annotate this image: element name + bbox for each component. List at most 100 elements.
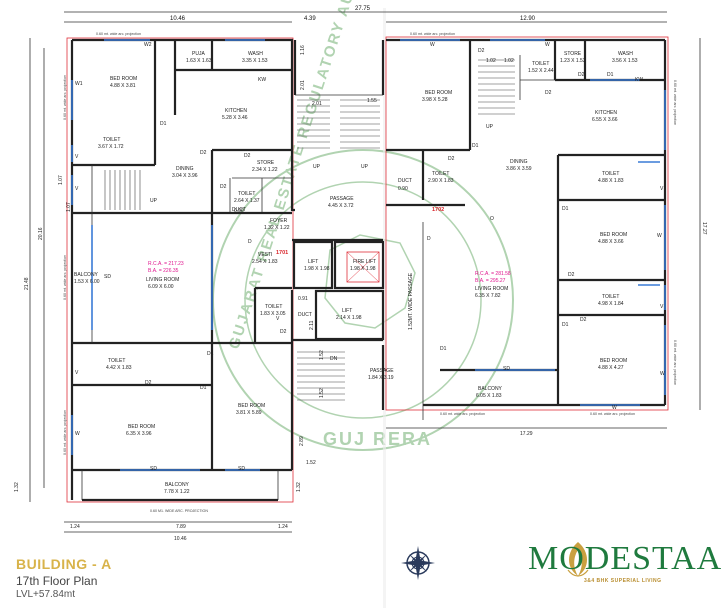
- door-d2h: D2: [578, 72, 585, 78]
- room-toilet-l2-name: TOILET: [238, 191, 255, 197]
- room-fire-lift-name: FIRE LIFT: [353, 259, 376, 265]
- room-toilet-l1-name: TOILET: [103, 137, 120, 143]
- room-bed-r1-name: BED ROOM: [425, 90, 452, 96]
- dim-289: 2.89: [299, 436, 305, 446]
- top-dimensions: 27.75 10.46 4.39 12.90: [64, 6, 667, 23]
- door-o: O: [490, 216, 494, 222]
- door-d2b: D2: [244, 153, 251, 159]
- door-vc: V: [276, 316, 280, 322]
- door-w-e: W: [660, 371, 665, 377]
- room-lift1-name: LIFT: [308, 259, 318, 265]
- dim-107b: 1.07: [66, 202, 72, 212]
- room-vesti-name: VESTI: [258, 252, 272, 258]
- right-windows: [400, 39, 666, 406]
- door-d1c: D1: [200, 385, 207, 391]
- door-v: V: [75, 154, 79, 160]
- door-sdc: SD: [238, 466, 245, 472]
- door-d2f: D2: [478, 48, 485, 54]
- logo-emblem: [567, 542, 589, 577]
- door-w-c: W: [545, 42, 550, 48]
- door-ve: V: [660, 186, 664, 192]
- room-balcony-l2-size: 7.78 X 1.22: [164, 489, 190, 495]
- door-d1h: D1: [440, 346, 447, 352]
- proj-right-1: 0.60 mt. wide arc. projection: [673, 80, 677, 125]
- room-lift2-name: LIFT: [342, 308, 352, 314]
- dim-total-top: 27.75: [355, 6, 371, 12]
- room-bed1-name: BED ROOM: [110, 76, 137, 82]
- room-toilet-r3-name: TOILET: [602, 171, 619, 177]
- door-d2j: D2: [568, 272, 575, 278]
- stair-up-4: UP: [486, 124, 494, 130]
- stair-dn: DN: [330, 356, 338, 362]
- dim-mid-top: 4.39: [304, 16, 316, 22]
- room-toilet-l2-size: 2.64 X 1.37: [234, 198, 260, 204]
- dim-211: 2.11: [309, 320, 315, 330]
- door-w: W: [75, 431, 80, 437]
- door-sd: SD: [104, 274, 111, 280]
- left-projections: 0.60 mt. wide arc. projection 0.60 mt. w…: [63, 32, 208, 513]
- dim-155: 1.55: [367, 98, 377, 104]
- level-label: LVL+57.84mt: [16, 589, 76, 600]
- dim-left-height: 21.48: [24, 277, 30, 290]
- room-store-r-size: 1.23 X 1.53: [560, 58, 586, 64]
- room-toilet-l3-size: 1.83 X 3.05: [260, 311, 286, 317]
- room-bed-r3-name: BED ROOM: [600, 358, 627, 364]
- right-projections: 0.60 mt. wide arc. projection 0.60 mt. w…: [410, 32, 677, 416]
- watermark-text-bottom: GUJ RERA: [323, 429, 432, 449]
- dim-090: 0.90: [234, 208, 244, 214]
- door-d1: D1: [160, 121, 167, 127]
- dim-left-top: 10.46: [170, 16, 186, 22]
- room-puja-size: 1.63 X 1.63: [186, 58, 212, 64]
- room-passage-bottom-name: PASSAGE: [370, 368, 394, 374]
- dim-102: 1.02: [486, 58, 496, 64]
- room-balcony-l-size: 1.53 X 6.00: [74, 279, 100, 285]
- door-markers: W2 W1 D1 KW D2 D2 D2 V V SD D V D1 D1 D2…: [75, 42, 665, 472]
- proj-left-3: 0.60 mt. wide arc. projection: [63, 410, 67, 455]
- room-toilet-l4-size: 4.42 X 1.83: [106, 365, 132, 371]
- dim-152c: 1.52: [306, 460, 316, 466]
- dim-bottom-2: 7.89: [176, 524, 186, 530]
- compass-icon: [401, 546, 435, 580]
- door-d1d: D1: [607, 72, 614, 78]
- left-ba: B.A. = 226.35: [148, 268, 179, 274]
- dim-132b: 1.32: [296, 482, 302, 492]
- room-store-l-name: STORE: [257, 160, 275, 166]
- door-w-f: W: [612, 405, 617, 411]
- building-title: BUILDING - A: [16, 556, 112, 572]
- room-kitchen-l-name: KITCHEN: [225, 108, 247, 114]
- core-stairs: [297, 99, 380, 401]
- duct-label-3: DUCT: [398, 178, 412, 184]
- proj-top-right: 0.60 mt. wide arc. projection: [410, 32, 455, 36]
- door-kw2: KW: [635, 77, 643, 83]
- room-dining-l-name: DINING: [176, 166, 194, 172]
- room-balcony-r-name: BALCONY: [478, 386, 503, 392]
- room-foyer-name: FOYER: [270, 218, 288, 224]
- room-toilet-l4-name: TOILET: [108, 358, 125, 364]
- dim-152: 1.52: [319, 350, 325, 360]
- room-toilet-r4-name: TOILET: [602, 294, 619, 300]
- proj-left-1: 0.60 mt. wide arc. projection: [63, 75, 67, 120]
- dim-116: 1.16: [300, 45, 306, 55]
- dim-090b: 0.90: [398, 186, 408, 192]
- left-side-dimensions: 21.48 20.16 1.07 1.32 1.32: [14, 38, 302, 502]
- dim-left-height2: 20.16: [38, 227, 44, 240]
- right-side-dimensions: 17.27 17.29: [386, 38, 707, 437]
- room-balcony-l-name: BALCONY: [74, 272, 99, 278]
- door-d1e: D1: [472, 143, 479, 149]
- left-stair: [104, 170, 141, 210]
- room-kitchen-r-name: KITCHEN: [595, 110, 617, 116]
- door-vf: V: [660, 304, 664, 310]
- left-windows: [71, 39, 265, 471]
- proj-bottom-right-1: 0.60 mt. wide arc. projection: [440, 412, 485, 416]
- room-dining-r-size: 3.86 X 3.59: [506, 166, 532, 172]
- room-living-r-name: LIVING ROOM: [475, 286, 508, 292]
- proj-left-2: 0.60 mt. wide arc. projection: [63, 255, 67, 300]
- room-wash-l-name: WASH: [248, 51, 263, 57]
- room-toilet-l1-size: 3.67 X 1.72: [98, 144, 124, 150]
- floor-plan-title: 17th Floor Plan: [16, 574, 98, 588]
- door-w-b: W: [430, 42, 435, 48]
- room-wash-r-size: 3.56 X 1.53: [612, 58, 638, 64]
- room-passage-bottom-size: 1.84 X 3.19: [368, 375, 394, 381]
- dim-right-bottom: 17.29: [520, 431, 533, 437]
